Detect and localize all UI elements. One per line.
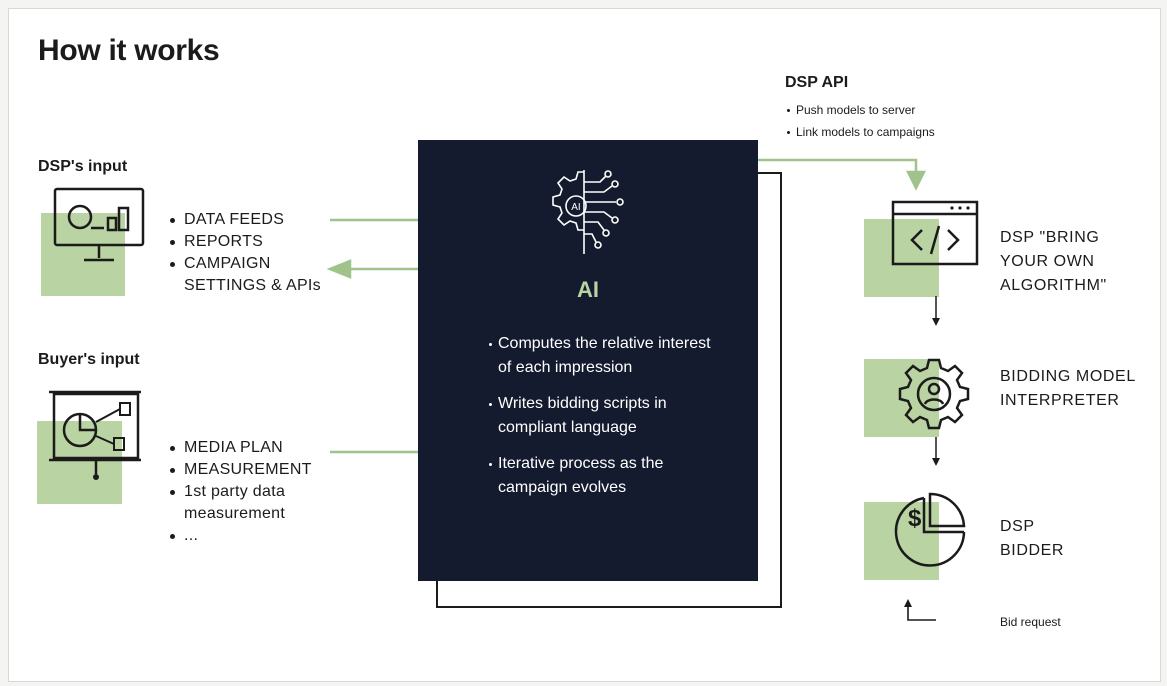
buyer-input-heading: Buyer's input xyxy=(38,351,140,368)
list-item: MEDIA PLAN xyxy=(170,437,360,459)
bidder-label: DSP BIDDER xyxy=(1000,518,1065,559)
list-item: ... xyxy=(170,525,360,547)
dsp-api-list: Push models to server Link models to cam… xyxy=(786,99,1026,143)
dsp-input-heading: DSP's input xyxy=(38,158,128,175)
stack-down-arrows xyxy=(932,296,940,466)
list-item: REPORTS xyxy=(170,231,330,253)
ai-brain-circuit-icon: AI xyxy=(552,170,624,254)
byoa-icon-backdrop xyxy=(864,219,939,297)
code-window-icon xyxy=(891,200,979,266)
ai-label: AI xyxy=(577,277,599,302)
list-item: Writes bidding scripts in compliant lang… xyxy=(488,392,718,440)
buyer-input-list: MEDIA PLAN MEASUREMENT 1st party data me… xyxy=(170,437,360,547)
bid-request-arrow-icon xyxy=(904,599,936,621)
dsp-api-heading: DSP API xyxy=(785,74,849,91)
list-item: 1st party data measurement xyxy=(170,481,334,525)
presentation-chart-icon xyxy=(49,390,141,480)
buyer-input-icon-backdrop xyxy=(37,421,122,504)
ai-card: AI AI Computes the relative interest of … xyxy=(418,140,758,581)
dsp-input-list: DATA FEEDS REPORTS CAMPAIGN SETTINGS & A… xyxy=(170,209,330,297)
gear-user-icon xyxy=(898,358,970,430)
list-item: MEASUREMENT xyxy=(170,459,360,481)
list-item: Push models to server xyxy=(786,99,1026,121)
list-item: Computes the relative interest of each i… xyxy=(488,332,718,380)
page-title: How it works xyxy=(38,34,220,67)
svg-text:AI: AI xyxy=(571,202,580,213)
dollar-pie-icon: $ xyxy=(894,492,966,567)
interpreter-label: BIDDING MODEL INTERPRETER xyxy=(1000,368,1136,409)
byoa-label: DSP "BRING YOUR OWN ALGORITHM" xyxy=(1000,229,1107,294)
list-item: CAMPAIGN SETTINGS & APIs xyxy=(170,253,330,297)
interpreter-icon-backdrop xyxy=(864,359,939,437)
list-item: Iterative process as the campaign evolve… xyxy=(488,452,718,500)
list-item: DATA FEEDS xyxy=(170,209,330,231)
bid-request-label: Bid request xyxy=(1000,615,1061,629)
ai-points-list: Computes the relative interest of each i… xyxy=(488,332,718,512)
list-item: Link models to campaigns xyxy=(786,121,1026,143)
monitor-dashboard-icon xyxy=(53,187,145,262)
svg-text:$: $ xyxy=(908,505,922,532)
